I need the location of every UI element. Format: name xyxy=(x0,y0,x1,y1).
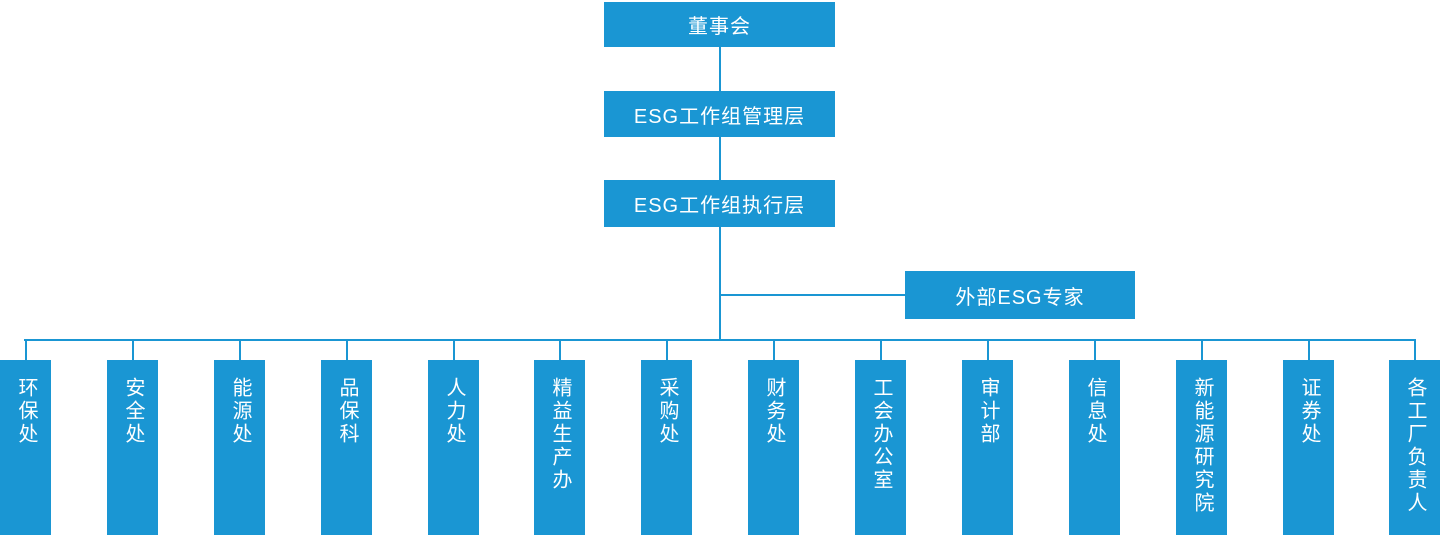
connector-board-to-management xyxy=(719,47,721,91)
connector-dept-stub xyxy=(773,339,775,360)
connector-dept-stub xyxy=(1094,339,1096,360)
org-node-department: 证券处 xyxy=(1283,360,1334,535)
connector-distribution-line xyxy=(24,339,1415,341)
org-node-department: 安全处 xyxy=(107,360,158,535)
connector-management-to-execution xyxy=(719,137,721,180)
connector-dept-stub xyxy=(346,339,348,360)
org-node-department: 审计部 xyxy=(962,360,1013,535)
org-node-department: 环保处 xyxy=(0,360,51,535)
connector-dept-stub xyxy=(987,339,989,360)
org-node-department: 各工厂负责人 xyxy=(1389,360,1440,535)
org-node-department: 工会办公室 xyxy=(855,360,906,535)
connector-dept-stub xyxy=(559,339,561,360)
org-node-department: 精益生产办 xyxy=(534,360,585,535)
org-node-external-experts: 外部ESG专家 xyxy=(905,271,1135,319)
connector-dept-stub xyxy=(132,339,134,360)
org-node-department: 人力处 xyxy=(428,360,479,535)
connector-branch-external-experts xyxy=(720,294,905,296)
connector-dept-stub xyxy=(453,339,455,360)
org-node-department: 采购处 xyxy=(641,360,692,535)
connector-execution-trunk xyxy=(719,227,721,341)
org-node-board: 董事会 xyxy=(604,2,835,47)
org-node-department: 新能源研究院 xyxy=(1176,360,1227,535)
connector-dept-stub xyxy=(1201,339,1203,360)
org-node-esg-management: ESG工作组管理层 xyxy=(604,91,835,137)
org-node-department: 财务处 xyxy=(748,360,799,535)
org-node-department: 能源处 xyxy=(214,360,265,535)
connector-dept-stub xyxy=(1308,339,1310,360)
connector-dept-stub xyxy=(1414,339,1416,360)
org-node-esg-execution: ESG工作组执行层 xyxy=(604,180,835,227)
org-node-department: 品保科 xyxy=(321,360,372,535)
connector-dept-stub xyxy=(880,339,882,360)
org-node-department: 信息处 xyxy=(1069,360,1120,535)
connector-dept-stub xyxy=(25,339,27,360)
connector-dept-stub xyxy=(666,339,668,360)
connector-dept-stub xyxy=(239,339,241,360)
